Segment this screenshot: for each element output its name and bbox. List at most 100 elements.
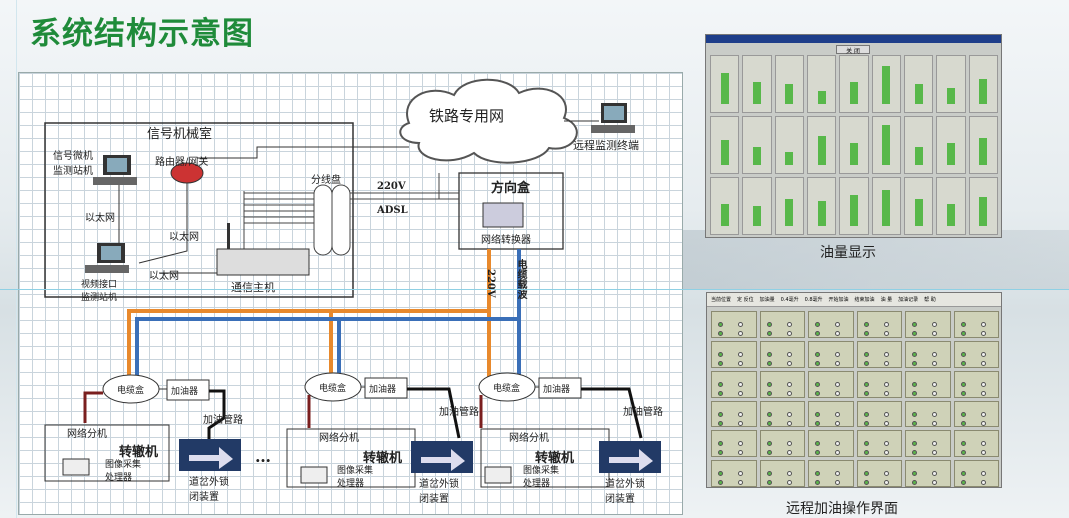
status-dot bbox=[863, 360, 869, 366]
status-dot bbox=[932, 390, 937, 396]
refuel-cell[interactable] bbox=[953, 430, 999, 458]
adsl-label: ADSL bbox=[377, 205, 408, 216]
refuel-cell[interactable] bbox=[711, 340, 757, 368]
status-dot bbox=[815, 420, 820, 426]
refuel-cell[interactable] bbox=[808, 430, 854, 458]
oil-panel-close-button[interactable]: 关 闭 bbox=[836, 45, 870, 55]
refuel-cell[interactable] bbox=[953, 400, 999, 428]
status-dot bbox=[863, 450, 869, 456]
refuel-cell[interactable] bbox=[905, 340, 951, 368]
status-dot bbox=[863, 441, 869, 447]
status-dot bbox=[863, 322, 869, 327]
status-dot bbox=[912, 450, 917, 456]
status-dot bbox=[718, 471, 723, 477]
status-dot bbox=[766, 331, 772, 336]
refuel-cell[interactable] bbox=[856, 340, 902, 368]
refuel-cell[interactable] bbox=[905, 400, 951, 428]
status-dot bbox=[786, 331, 792, 336]
toolbar-item[interactable]: 定 反位 bbox=[737, 297, 754, 303]
refuel-cell[interactable] bbox=[905, 311, 951, 338]
refuel-cell[interactable] bbox=[953, 460, 999, 487]
status-dot bbox=[718, 351, 723, 357]
oil-gauge bbox=[807, 55, 837, 113]
refuel-cell[interactable] bbox=[808, 460, 854, 487]
comm-host-label: 通信主机 bbox=[231, 281, 275, 294]
refuel-cell[interactable] bbox=[953, 311, 999, 338]
refuel-cell[interactable] bbox=[759, 370, 805, 398]
refuel-cell[interactable] bbox=[808, 340, 854, 368]
oil-pipe-label-3: 加油管路 bbox=[623, 407, 663, 418]
status-dot bbox=[863, 480, 869, 486]
toolbar-item[interactable]: 油 量 bbox=[880, 297, 893, 303]
status-dot bbox=[912, 411, 917, 417]
status-dot bbox=[738, 441, 743, 447]
refuel-cell[interactable] bbox=[905, 370, 951, 398]
refuel-window: 当前位置定 反位加油量 0.4毫升 0.8毫升开始加油结束加油油 量加油记录帮 助 bbox=[706, 292, 1002, 488]
refuel-cell[interactable] bbox=[808, 400, 854, 428]
status-dot bbox=[932, 322, 937, 327]
status-dot bbox=[766, 420, 772, 426]
railnet-label: 铁路专用网 bbox=[429, 107, 505, 125]
oil-gauge-bar bbox=[752, 205, 762, 226]
oil-gauge-bar bbox=[849, 194, 859, 226]
refuel-cell[interactable] bbox=[856, 430, 902, 458]
oil-gauge-bar bbox=[946, 203, 956, 226]
status-dot bbox=[863, 420, 869, 426]
refuel-cell[interactable] bbox=[953, 370, 999, 398]
refuel-cell[interactable] bbox=[759, 400, 805, 428]
refuel-cell[interactable] bbox=[759, 460, 805, 487]
toolbar-item[interactable]: 开始加油 bbox=[828, 297, 849, 303]
oil-gauge bbox=[710, 116, 740, 174]
refuel-cell[interactable] bbox=[759, 430, 805, 458]
refuel-cell[interactable] bbox=[905, 460, 951, 487]
oil-gauge bbox=[968, 177, 998, 235]
toolbar-item[interactable]: 加油记录 bbox=[898, 297, 919, 303]
system-diagram: 信号机械室 信号微机 监测站机 路由器/网关 以太网 以太网 以太网 视频接口 … bbox=[18, 72, 683, 515]
refuel-cell[interactable] bbox=[759, 311, 805, 338]
status-dot bbox=[835, 480, 840, 486]
refuel-cell[interactable] bbox=[711, 370, 757, 398]
refuel-cell[interactable] bbox=[808, 370, 854, 398]
status-dot bbox=[960, 322, 966, 327]
status-dot bbox=[738, 322, 743, 327]
status-dot bbox=[960, 480, 966, 486]
status-dot bbox=[960, 420, 966, 426]
oil-gauge bbox=[710, 177, 740, 235]
refuel-cell[interactable] bbox=[953, 340, 999, 368]
refuel-cell[interactable] bbox=[759, 340, 805, 368]
toolbar-item[interactable]: 帮 助 bbox=[924, 297, 936, 303]
oil-gauge-bar bbox=[946, 88, 956, 104]
status-dot bbox=[883, 471, 889, 477]
status-dot bbox=[980, 390, 986, 396]
oil-gauge-bar bbox=[882, 65, 891, 104]
refuel-cell[interactable] bbox=[905, 430, 951, 458]
status-dot bbox=[786, 480, 792, 486]
status-dot bbox=[766, 411, 772, 417]
refuel-cell[interactable] bbox=[856, 370, 902, 398]
toolbar-item[interactable]: 0.4毫升 bbox=[780, 297, 799, 303]
toolbar-item[interactable]: 0.8毫升 bbox=[804, 297, 823, 303]
toolbar-item[interactable]: 加油量 bbox=[759, 297, 775, 303]
status-dot bbox=[786, 420, 792, 426]
toolbar-item[interactable]: 当前位置 bbox=[711, 297, 732, 303]
refuel-cell[interactable] bbox=[711, 311, 757, 338]
oil-gauge-grid bbox=[710, 55, 998, 235]
toolbar-item[interactable]: 结束加油 bbox=[854, 297, 875, 303]
oil-gauge-bar bbox=[785, 199, 794, 226]
status-dot bbox=[960, 390, 966, 396]
refuel-cell[interactable] bbox=[856, 400, 902, 428]
refuel-cell[interactable] bbox=[808, 311, 854, 338]
oil-gauge bbox=[871, 177, 901, 235]
refuel-grid bbox=[711, 311, 999, 487]
refuel-cell[interactable] bbox=[856, 311, 902, 338]
refuel-cell[interactable] bbox=[711, 400, 757, 428]
refuel-cell[interactable] bbox=[711, 430, 757, 458]
status-dot bbox=[980, 360, 986, 366]
oil-level-window: 关 闭 bbox=[705, 34, 1002, 238]
status-dot bbox=[815, 360, 820, 366]
status-dot bbox=[835, 471, 840, 477]
oil-pipe-label-2: 加油管路 bbox=[439, 407, 479, 418]
refuel-cell[interactable] bbox=[856, 460, 902, 487]
background-streak bbox=[680, 230, 1069, 290]
refuel-cell[interactable] bbox=[711, 460, 757, 487]
